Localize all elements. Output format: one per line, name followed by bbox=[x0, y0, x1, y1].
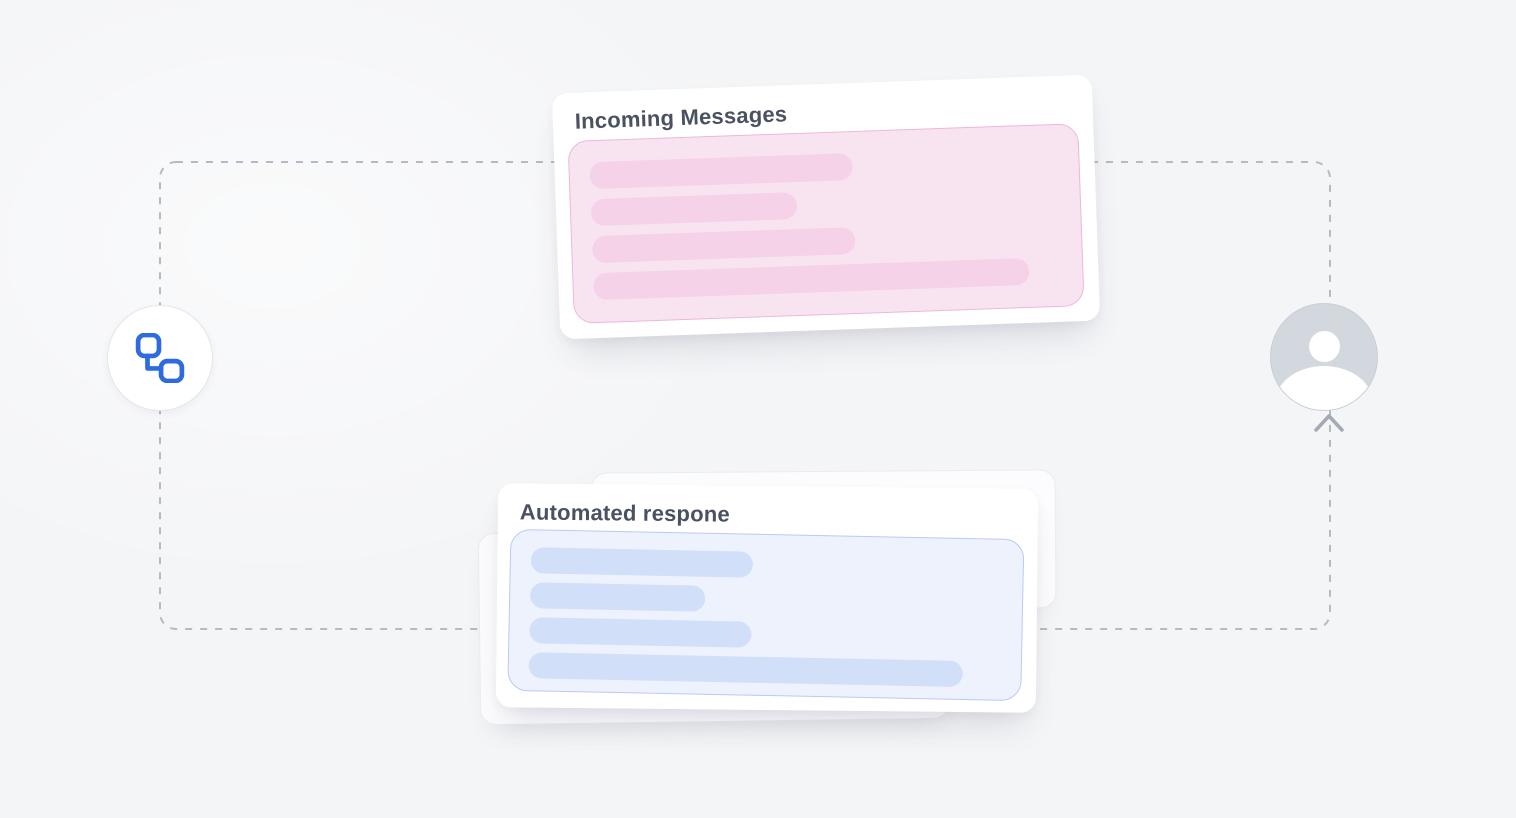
skeleton-bar bbox=[529, 582, 706, 612]
skeleton-bar bbox=[590, 192, 798, 227]
skeleton-bar bbox=[530, 547, 753, 578]
incoming-card-title: Incoming Messages bbox=[574, 101, 788, 134]
skeleton-bar bbox=[528, 652, 964, 687]
skeleton-bar bbox=[593, 257, 1031, 301]
workflow-icon bbox=[135, 333, 185, 383]
incoming-messages-card: Incoming Messages bbox=[551, 74, 1101, 340]
response-skeleton-panel bbox=[507, 528, 1025, 702]
incoming-skeleton-panel bbox=[567, 123, 1085, 324]
flow-arrow-up-icon bbox=[1314, 414, 1344, 432]
response-card-title: Automated respone bbox=[519, 499, 730, 527]
avatar-shoulders bbox=[1275, 366, 1373, 410]
skeleton-bar bbox=[589, 153, 853, 190]
skeleton-bar bbox=[591, 227, 856, 264]
avatar-head bbox=[1309, 331, 1340, 362]
workflow-node bbox=[107, 305, 213, 411]
user-avatar bbox=[1270, 303, 1378, 411]
skeleton-bar bbox=[529, 617, 752, 648]
automated-response-card: Automated respone bbox=[495, 483, 1039, 713]
